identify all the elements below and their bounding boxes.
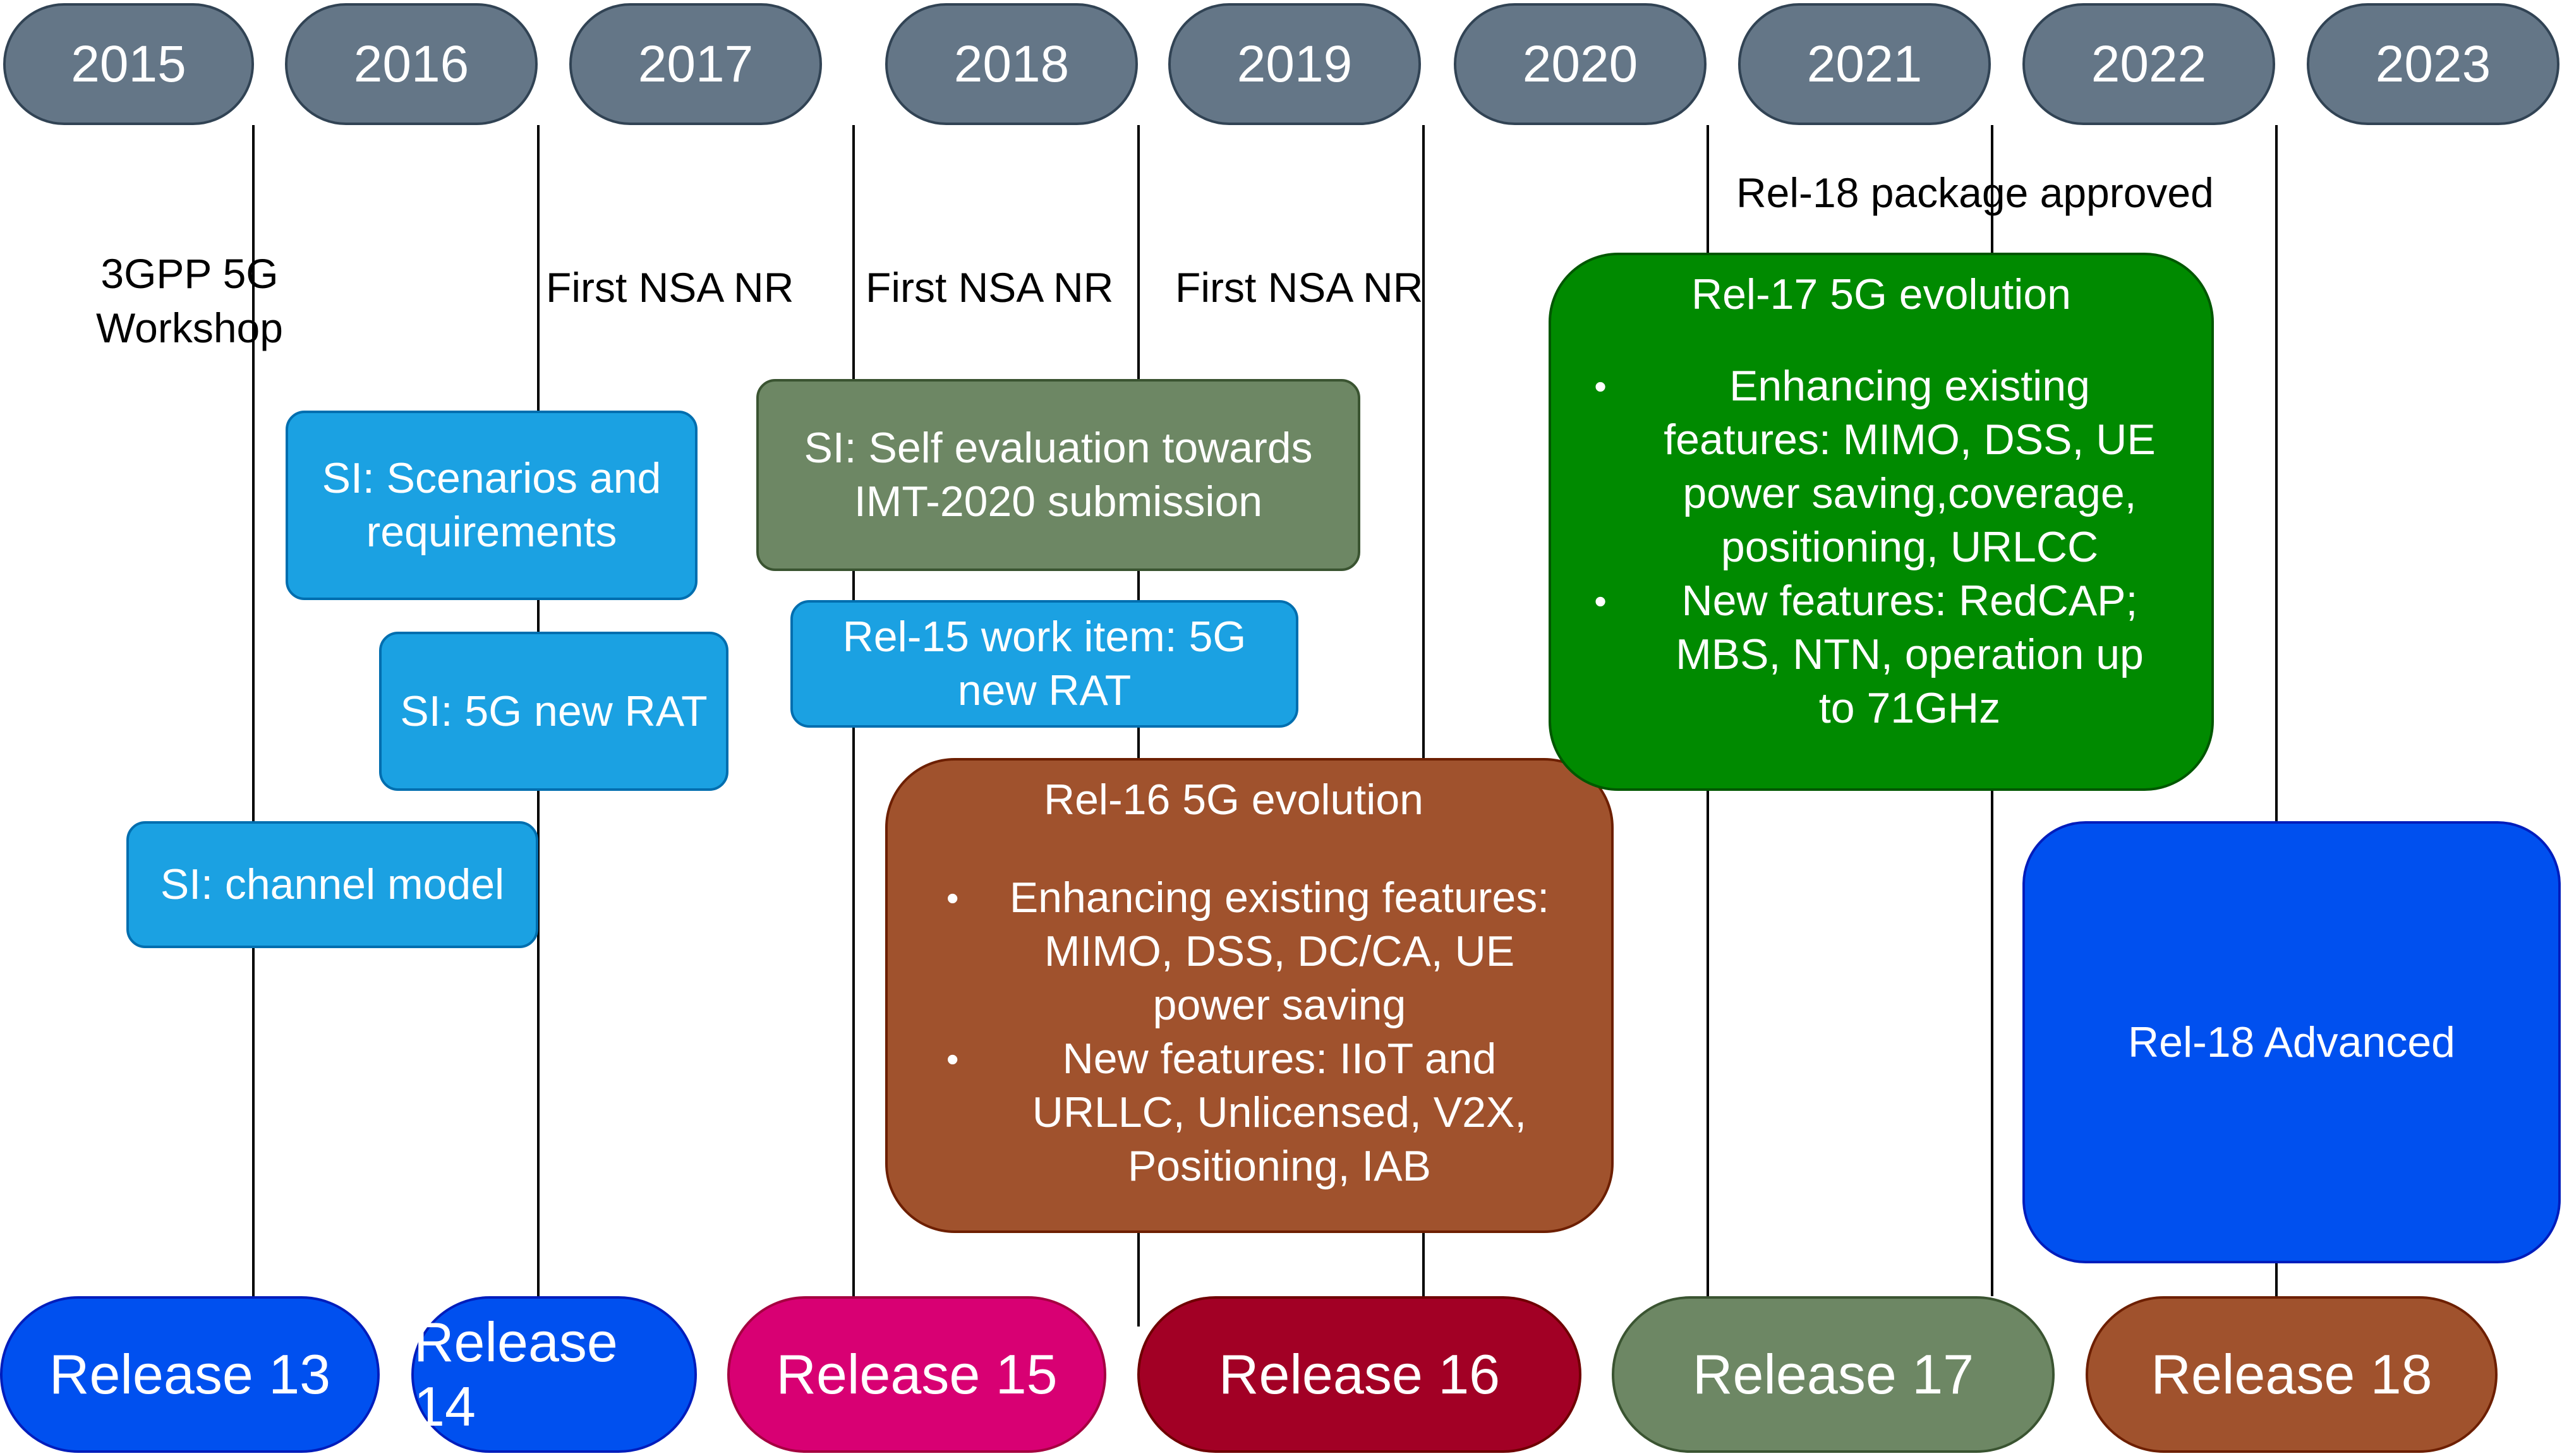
rel16-evolution-box: Rel-16 5G evolution • Enhancing existing… <box>885 758 1614 1233</box>
rel15-work-item-box: Rel-15 work item: 5G new RAT <box>790 600 1298 728</box>
rel16-bullet-new-features: • New features: IIoT and URLLC, Unlicens… <box>946 1032 1549 1193</box>
si-self-evaluation-box: SI: Self evaluation towards IMT-2020 sub… <box>756 379 1360 571</box>
year-2023: 2023 <box>2307 3 2559 125</box>
rel17-feature-list: • Enhancing existing features: MIMO, DSS… <box>1594 359 2156 735</box>
year-2016: 2016 <box>285 3 538 125</box>
rel17-new-features-line-3: to 71GHz <box>1818 684 2001 732</box>
bullet-icon: • <box>1594 581 1607 621</box>
release-17-pill: Release 17 <box>1612 1296 2055 1453</box>
rel16-feature-list: • Enhancing existing features: MIMO, DSS… <box>946 871 1550 1193</box>
rel18-advanced-box: Rel-18 Advanced <box>2022 821 2561 1263</box>
year-2015: 2015 <box>3 3 254 125</box>
si-self-evaluation-line-2: IMT-2020 submission <box>854 478 1263 526</box>
first-nsa-nr-note-1: First NSA NR <box>546 264 794 311</box>
rel17-bullet-new-features: • New features: RedCAP; MBS, NTN, operat… <box>1594 574 2155 735</box>
rel17-new-features-line-1: New features: RedCAP; <box>1681 577 2138 625</box>
rel17-new-features-line-2: MBS, NTN, operation up <box>1676 630 2144 678</box>
rel16-new-features-line-2: URLLC, Unlicensed, V2X, <box>1032 1088 1527 1136</box>
si-new-rat-box: SI: 5G new RAT <box>379 632 728 791</box>
year-2021: 2021 <box>1738 3 1991 125</box>
rel16-enhancing-line-2: MIMO, DSS, DC/CA, UE <box>1044 927 1515 975</box>
workshop-note-line-2: Workshop <box>96 304 283 351</box>
rel16-title: Rel-16 5G evolution <box>1043 776 1423 824</box>
workshop-note: 3GPP 5G Workshop <box>82 246 297 355</box>
rel16-new-features-line-1: New features: IIoT and <box>1062 1035 1497 1083</box>
si-channel-model-box: SI: channel model <box>126 821 538 948</box>
bullet-icon: • <box>1594 366 1607 406</box>
rel16-bullet-enhancing: • Enhancing existing features: MIMO, DSS… <box>946 871 1550 1032</box>
release-15-pill: Release 15 <box>727 1296 1106 1453</box>
rel16-enhancing-line-1: Enhancing existing features: <box>1009 874 1550 922</box>
release-16-pill: Release 16 <box>1137 1296 1581 1453</box>
rel15-work-item-line-1: Rel-15 work item: 5G <box>842 613 1247 661</box>
year-2018: 2018 <box>885 3 1138 125</box>
rel17-bullet-enhancing: • Enhancing existing features: MIMO, DSS… <box>1594 359 2156 574</box>
bullet-icon: • <box>946 878 959 918</box>
workshop-note-line-1: 3GPP 5G <box>100 250 279 297</box>
rel17-enhancing-line-4: positioning, URLCC <box>1720 523 2099 571</box>
si-scenarios-line-2: requirements <box>366 508 617 556</box>
rel18-approved-note: Rel-18 package approved <box>1736 169 2214 216</box>
year-2019: 2019 <box>1168 3 1421 125</box>
rel17-title: Rel-17 5G evolution <box>1691 270 2071 318</box>
si-scenarios-box: SI: Scenarios and requirements <box>286 411 698 600</box>
rel16-enhancing-line-3: power saving <box>1152 981 1406 1029</box>
rel16-new-features-line-3: Positioning, IAB <box>1127 1142 1432 1190</box>
rel17-evolution-box: Rel-17 5G evolution • Enhancing existing… <box>1549 253 2214 791</box>
release-14-pill: Release 14 <box>411 1296 697 1453</box>
release-13-pill: Release 13 <box>0 1296 380 1453</box>
rel17-enhancing-line-3: power saving,coverage, <box>1683 469 2137 517</box>
rel15-work-item-line-2: new RAT <box>957 666 1132 714</box>
year-2022: 2022 <box>2022 3 2275 125</box>
rel17-enhancing-line-1: Enhancing existing <box>1729 362 2090 410</box>
year-2020: 2020 <box>1454 3 1707 125</box>
release-18-pill: Release 18 <box>2086 1296 2498 1453</box>
first-nsa-nr-note-2: First NSA NR <box>866 264 1114 311</box>
bullet-icon: • <box>946 1039 959 1079</box>
year-2017: 2017 <box>569 3 822 125</box>
si-scenarios-line-1: SI: Scenarios and <box>322 454 662 502</box>
rel17-enhancing-line-2: features: MIMO, DSS, UE <box>1664 416 2156 464</box>
first-nsa-nr-note-3: First NSA NR <box>1175 264 1423 311</box>
si-self-evaluation-line-1: SI: Self evaluation towards <box>804 424 1313 472</box>
